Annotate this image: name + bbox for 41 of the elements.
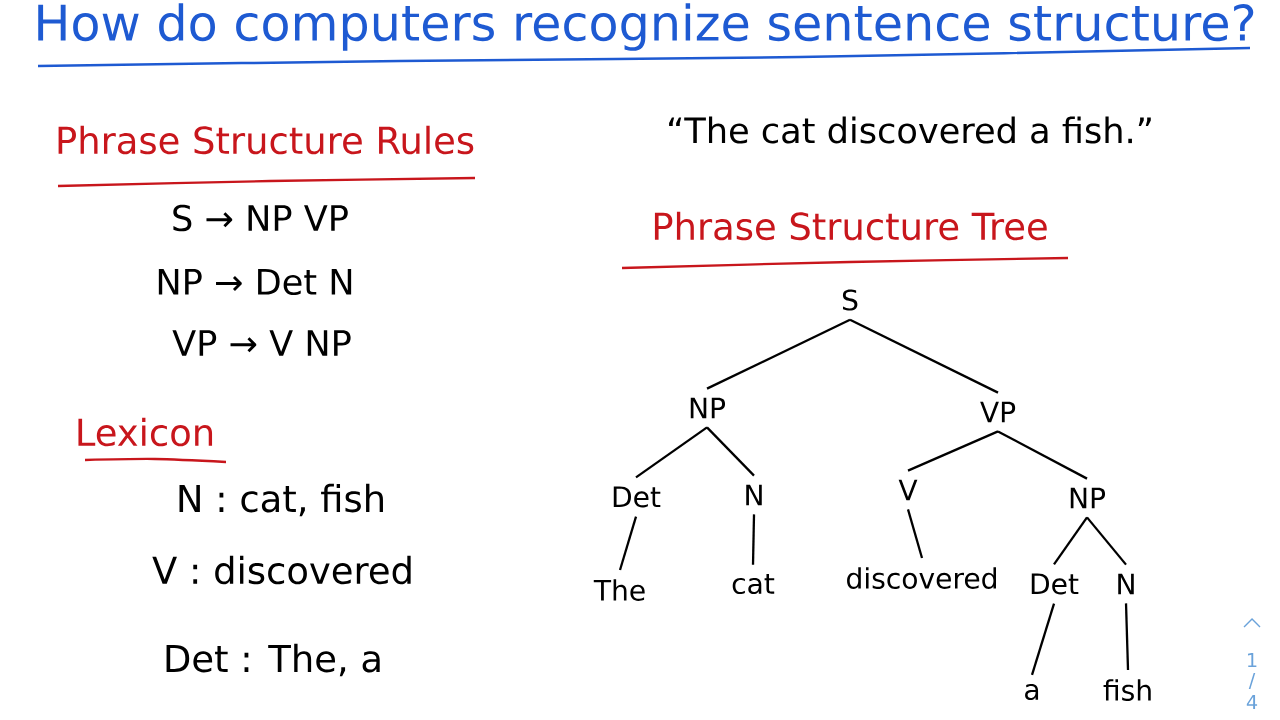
tree-branch [635,426,708,479]
tree-branch [849,318,999,394]
word-label: The [593,579,645,601]
tree-branch [706,426,755,477]
title: How do computers recognize sentence structure? [38,3,1254,51]
word-label: discovered [847,567,996,589]
tree-branch [706,318,851,390]
heading: Lexicon [78,417,213,447]
lexicon-entry: N : cat, fish [179,483,383,517]
lexicon-entry: Det : The, a [166,643,380,677]
page-counter: 1 [1248,652,1257,668]
category-label: N [746,484,762,506]
category-label: N [1118,573,1134,595]
category-label: NP [690,397,726,419]
rewrite-rule: S → NP VP [173,204,348,232]
tree-branch [618,516,638,571]
word-label: a [1025,683,1039,701]
category-label: VP [980,401,1016,423]
tree-branch [907,430,999,472]
category-label: Det [613,486,661,508]
word-label: fish [1103,679,1151,701]
tree-branch [997,430,1088,480]
category-label: Det [1031,573,1079,595]
rewrite-rule: VP → V NP [172,330,351,356]
rewrite-rule: NP → Det N [158,268,352,296]
example-sentence: “The cat discovered a fish.” [669,116,1151,144]
tree-branch [751,514,756,565]
tree-branch [1030,603,1056,676]
heading: Phrase Structure Rules [58,125,474,155]
lexicon-entry: V : discovered [152,555,411,585]
tree-branch [1086,516,1127,566]
page-counter: / [1248,673,1256,689]
tree-branch [1124,603,1130,671]
category-label: NP [1070,487,1106,509]
page-counter: 4 [1246,694,1258,710]
tree-branch [1053,516,1088,566]
category-label: V [898,479,918,501]
heading: Phrase Structure Tree [654,211,1047,241]
category-label: S [842,289,858,311]
tree-branch [906,509,924,559]
word-label: cat [732,573,775,595]
